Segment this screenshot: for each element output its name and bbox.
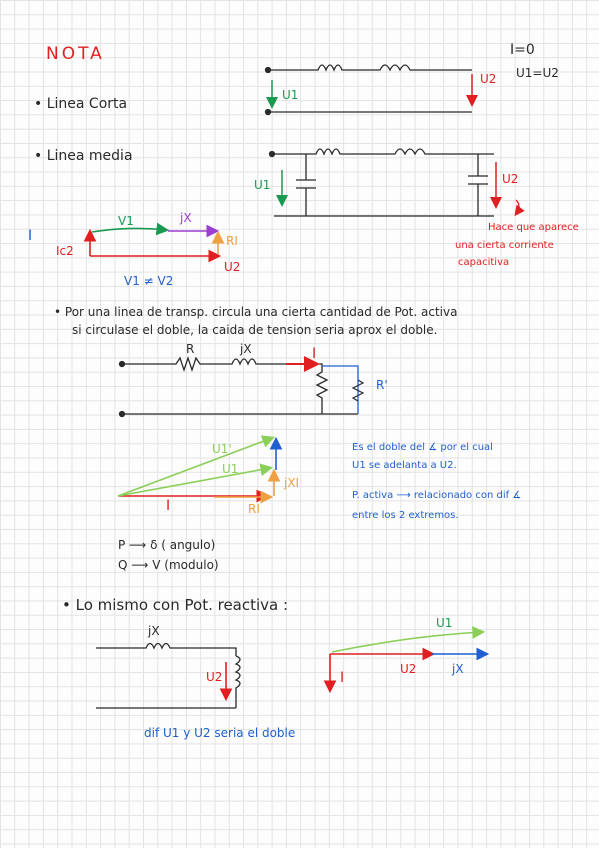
reactive-heading: • Lo mismo con Pot. reactiva :	[62, 596, 289, 614]
phasor2-u1p-label: U1'	[212, 442, 232, 456]
circuit2-rprime-label: R'	[376, 378, 388, 392]
blue-note-line-2: U1 se adelanta a U2.	[352, 460, 457, 471]
paragraph-line-2: si circulase el doble, la caida de tensi…	[72, 323, 438, 337]
reactive-i-label: I	[340, 670, 345, 686]
voltage-equal-note: U1=U2	[516, 66, 559, 80]
current-zero-note: I=0	[510, 42, 535, 58]
blue-note-line-4: entre los 2 extremos.	[352, 510, 459, 521]
phasor1-v1-label: V1	[118, 214, 134, 228]
circuit2-r-label: R	[186, 342, 195, 356]
paragraph-line-1: • Por una linea de transp. circula una c…	[54, 305, 458, 319]
short-u2-label: U2	[480, 72, 497, 86]
medium-line-circuit	[268, 148, 494, 217]
circuit2-i-label: I	[312, 346, 317, 362]
phasor1-relation: V1 ≠ V2	[124, 274, 174, 288]
phasor1-ri-label: RI	[226, 234, 238, 248]
relation-q: Q ⟶ V (modulo)	[118, 558, 219, 572]
bullet-medium-line: • Linea media	[34, 148, 133, 164]
relation-p: P ⟶ δ ( angulo)	[118, 538, 216, 552]
phasor1-ic2-label: Ic2	[56, 244, 74, 258]
bullet-short-line: • Linea Corta	[34, 96, 128, 112]
phasor2-i-label: I	[166, 498, 171, 514]
phasor1-jx-label: jX	[180, 211, 192, 225]
blue-note-line-1: Es el doble del ∡ por el cual	[352, 442, 493, 453]
reactive-u1-label: U1	[436, 616, 453, 630]
capacitive-note-2: una cierta corriente	[455, 240, 554, 251]
short-u1-label: U1	[282, 88, 299, 102]
medium-u2-label: U2	[502, 172, 519, 186]
reactive-u2b-label: U2	[400, 662, 417, 676]
phasor2-jxi-label: jXI	[284, 476, 300, 490]
phasor1-u2-label: U2	[224, 260, 241, 274]
medium-u1-label: U1	[254, 178, 271, 192]
reactive-u2-label: U2	[206, 670, 223, 684]
reactive-jxb-label: jX	[452, 662, 464, 676]
circuit2-jx-label: jX	[240, 342, 252, 356]
reactive-circuit	[96, 642, 241, 709]
short-line-circuit	[264, 64, 472, 116]
capacitive-note-3: capacitiva	[458, 257, 510, 268]
blue-note-line-3: P. activa ⟶ relacionado con dif ∡	[352, 490, 522, 501]
page-title: NOTA	[46, 44, 105, 64]
reactive-jx-label: jX	[148, 624, 160, 638]
circuit2-drawing	[118, 355, 358, 418]
phasor2-u1-label: U1	[222, 462, 239, 476]
phasor2-ri-label: RI	[248, 502, 260, 516]
phasor1-i-label: I	[28, 228, 33, 244]
reactive-footer: dif U1 y U2 seria el doble	[144, 726, 296, 740]
capacitive-note-1: Hace que aparece	[488, 222, 579, 233]
